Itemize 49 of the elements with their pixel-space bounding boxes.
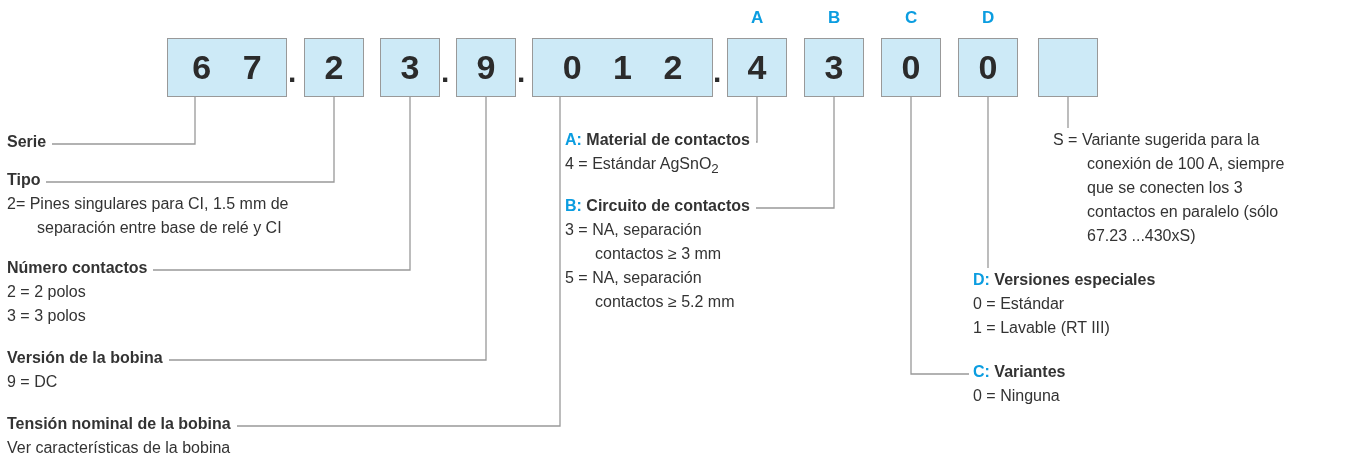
heading: D: Versiones especiales bbox=[973, 270, 1156, 290]
heading: Tensión nominal de la bobina bbox=[7, 414, 231, 434]
option-text: 9 = DC bbox=[7, 372, 59, 392]
option-text: Ver características de la bobina bbox=[7, 438, 231, 458]
heading: C: Variantes bbox=[973, 362, 1066, 382]
separator-dot: . bbox=[441, 55, 450, 89]
leader-line bbox=[45, 96, 335, 183]
separator-dot: . bbox=[517, 55, 526, 89]
code-digit-box: 3 bbox=[804, 38, 864, 97]
option-text: 0 = Ninguna bbox=[973, 386, 1061, 406]
code-digit-box: 3 bbox=[380, 38, 440, 97]
heading: Versión de la bobina bbox=[7, 348, 163, 368]
heading: Serie bbox=[7, 132, 47, 152]
option-text: 4 = Estándar AgSnO$_{2}$ bbox=[565, 154, 720, 179]
leader-line bbox=[755, 96, 758, 143]
option-text: 2= Pines singulares para CI, 1.5 mm de separación entre base de relé y CI bbox=[7, 194, 290, 238]
option-text: 1 = Lavable (RT III) bbox=[973, 318, 1111, 338]
code-digit-box: 0 1 2 bbox=[532, 38, 713, 97]
position-letter: A bbox=[751, 8, 764, 28]
code-digit-box: 0 bbox=[881, 38, 941, 97]
leader-line bbox=[152, 96, 411, 271]
position-letter: D bbox=[982, 8, 995, 28]
leader-line bbox=[51, 96, 196, 145]
leader-line bbox=[1067, 96, 1069, 129]
leader-line bbox=[236, 96, 561, 427]
position-letter: B bbox=[828, 8, 841, 28]
option-text: 5 = NA, separación contactos ≥ 5.2 mm bbox=[565, 268, 736, 312]
heading: A: Material de contactos bbox=[565, 130, 750, 150]
code-digit-box: 2 bbox=[304, 38, 364, 97]
separator-dot: . bbox=[288, 55, 297, 89]
position-letter: C bbox=[905, 8, 918, 28]
option-text: 3 = 3 polos bbox=[7, 306, 87, 326]
code-digit-box: 6 7 bbox=[167, 38, 287, 97]
leader-line bbox=[168, 96, 487, 361]
option-text: 0 = Estándar bbox=[973, 294, 1066, 314]
heading: B: Circuito de contactos bbox=[565, 196, 750, 216]
code-digit-box: 0 bbox=[958, 38, 1018, 97]
note-text: S = Variante sugerida para la conexión de 100 A, siempre que se conecten los 3 contactos en paralelo (sólo 67.23 ...430xS) bbox=[1053, 130, 1286, 246]
code-digit-box: 4 bbox=[727, 38, 787, 97]
separator-dot: . bbox=[713, 55, 722, 89]
leader-line bbox=[910, 96, 970, 375]
heading: Número contactos bbox=[7, 258, 148, 278]
option-text: 3 = NA, separación contactos ≥ 3 mm bbox=[565, 220, 723, 264]
leader-line bbox=[755, 96, 835, 209]
heading: Tipo bbox=[7, 170, 41, 190]
empty-code-box bbox=[1038, 38, 1098, 97]
option-text: 2 = 2 polos bbox=[7, 282, 87, 302]
leader-line bbox=[987, 96, 989, 269]
code-digit-box: 9 bbox=[456, 38, 516, 97]
